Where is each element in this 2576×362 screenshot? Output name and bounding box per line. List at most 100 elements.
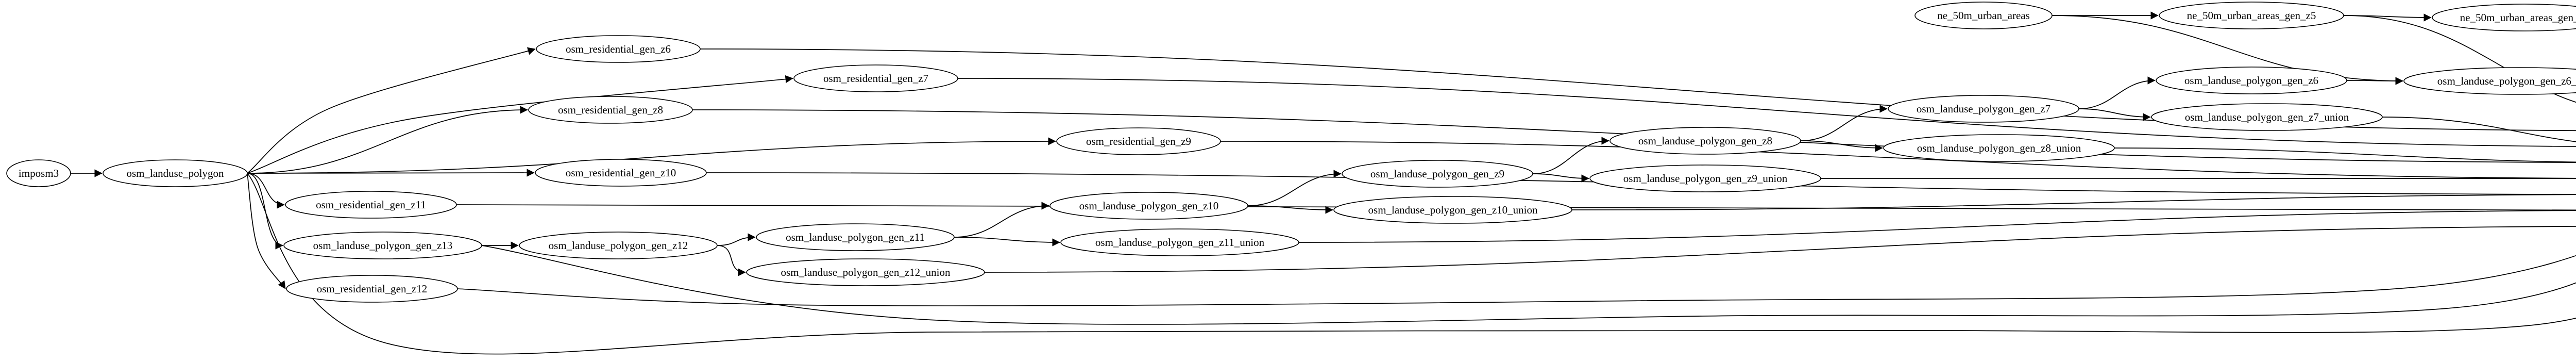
node-osm_landuse_polygon_gen_z12_union: osm_landuse_polygon_gen_z12_union	[746, 258, 985, 286]
node-ellipse-osm_landuse_polygon_gen_z8	[1609, 127, 1801, 155]
node-ellipse-imposm3	[6, 159, 71, 187]
node-osm_landuse_polygon_gen_z10: osm_landuse_polygon_gen_z10	[1049, 192, 1248, 220]
node-ellipse-osm_landuse_polygon_gen_z13	[283, 232, 482, 259]
edge-osm_landuse_polygon_gen_z12_union-to-layer_landuse-z12	[984, 226, 2576, 273]
node-label-ne_50m_urban_areas: ne_50m_urban_areas	[1937, 9, 2030, 22]
node-label-osm_residential_gen_z6: osm_residential_gen_z6	[566, 43, 671, 55]
node-osm_landuse_polygon_gen_z6: osm_landuse_polygon_gen_z6	[2156, 67, 2347, 94]
edge-osm_landuse_polygon_gen_z10-to-osm_landuse_polygon_gen_z9	[1247, 170, 1342, 206]
node-osm_landuse_polygon_gen_z9: osm_landuse_polygon_gen_z9	[1342, 160, 1533, 188]
node-ellipse-osm_residential_gen_z8	[528, 96, 693, 124]
edge-osm_landuse_polygon-to-osm_residential_gen_z11	[247, 173, 285, 209]
node-osm_residential_gen_z7: osm_residential_gen_z7	[793, 64, 958, 92]
edge-osm_landuse_polygon_gen_z9-to-osm_landuse_polygon_gen_z9_union	[1532, 173, 1589, 183]
edge-osm_landuse_polygon-to-osm_residential_gen_z12	[247, 173, 286, 289]
node-ellipse-ne_50m_urban_areas_gen_z5	[2159, 2, 2344, 29]
node-ellipse-osm_landuse_polygon_gen_z7_union	[2151, 103, 2383, 131]
edge-osm_landuse_polygon_gen_z10_union-to-layer_landuse-z10	[1571, 194, 2576, 210]
node-ellipse-osm_landuse_polygon_gen_z11	[756, 223, 955, 251]
node-label-imposm3: imposm3	[19, 167, 59, 179]
nodes-layer: imposm3 osm_landuse_polygon osm_residentia…	[6, 2, 2576, 303]
node-ellipse-ne_50m_urban_areas	[1914, 2, 2053, 29]
node-ellipse-osm_residential_gen_z10	[535, 159, 707, 187]
node-ellipse-osm_landuse_polygon_gen_z6_union	[2403, 67, 2576, 95]
node-label-osm_landuse_polygon_gen_z7_union: osm_landuse_polygon_gen_z7_union	[2185, 111, 2349, 123]
node-osm_landuse_polygon_gen_z7: osm_landuse_polygon_gen_z7	[1888, 95, 2079, 123]
node-label-osm_residential_gen_z12: osm_residential_gen_z12	[317, 283, 428, 295]
node-label-osm_landuse_polygon_gen_z11: osm_landuse_polygon_gen_z11	[786, 231, 925, 243]
node-label-osm_landuse_polygon_gen_z11_union: osm_landuse_polygon_gen_z11_union	[1095, 236, 1265, 249]
node-osm_residential_gen_z11: osm_residential_gen_z11	[285, 191, 457, 219]
edge-osm_landuse_polygon_gen_z7-to-osm_landuse_polygon_gen_z7_union	[2078, 108, 2151, 121]
edge-osm_landuse_polygon-to-osm_landuse_polygon_gen_z13	[247, 173, 283, 250]
node-osm_landuse_polygon_gen_z8: osm_landuse_polygon_gen_z8	[1609, 127, 1801, 155]
node-ellipse-osm_residential_gen_z11	[285, 191, 457, 219]
node-label-osm_landuse_polygon_gen_z9: osm_landuse_polygon_gen_z9	[1370, 168, 1504, 180]
node-ellipse-osm_landuse_polygon_gen_z10	[1049, 192, 1248, 220]
edge-osm_landuse_polygon_gen_z11-to-osm_landuse_polygon_gen_z11_union	[954, 237, 1060, 246]
node-label-osm_landuse_polygon_gen_z10_union: osm_landuse_polygon_gen_z10_union	[1368, 204, 1538, 216]
node-osm_residential_gen_z9: osm_residential_gen_z9	[1056, 127, 1221, 155]
node-ellipse-osm_landuse_polygon_gen_z11_union	[1060, 228, 1299, 256]
edge-osm_landuse_polygon_gen_z13-to-layer_landuse-z13	[481, 245, 2576, 325]
node-ellipse-osm_landuse_polygon_gen_z6	[2156, 67, 2347, 94]
node-label-osm_landuse_polygon_gen_z8: osm_landuse_polygon_gen_z8	[1638, 135, 1772, 147]
node-ellipse-osm_landuse_polygon_gen_z8_union	[1883, 134, 2115, 162]
node-osm_landuse_polygon_gen_z7_union: osm_landuse_polygon_gen_z7_union	[2151, 103, 2383, 131]
node-label-osm_residential_gen_z7: osm_residential_gen_z7	[823, 72, 928, 85]
node-label-osm_landuse_polygon_gen_z8_union: osm_landuse_polygon_gen_z8_union	[1917, 142, 2081, 154]
node-label-osm_residential_gen_z10: osm_residential_gen_z10	[566, 167, 676, 179]
edge-osm_landuse_polygon-to-osm_residential_gen_z9	[247, 137, 1056, 174]
node-osm_landuse_polygon_gen_z10_union: osm_landuse_polygon_gen_z10_union	[1333, 196, 1572, 224]
node-ellipse-osm_landuse_polygon	[103, 159, 248, 187]
node-osm_landuse_polygon_gen_z11_union: osm_landuse_polygon_gen_z11_union	[1060, 228, 1299, 256]
node-ne_50m_urban_areas: ne_50m_urban_areas	[1914, 2, 2053, 29]
edge-osm_landuse_polygon-to-layer_landuse-z14+	[247, 173, 2576, 355]
edge-osm_landuse_polygon-to-osm_residential_gen_z7	[247, 75, 793, 174]
edge-osm_landuse_polygon_gen_z11-to-osm_landuse_polygon_gen_z10	[954, 202, 1049, 238]
node-ellipse-osm_residential_gen_z7	[793, 64, 958, 92]
node-osm_residential_gen_z10: osm_residential_gen_z10	[535, 159, 707, 187]
node-osm_residential_gen_z8: osm_residential_gen_z8	[528, 96, 693, 124]
node-osm_landuse_polygon_gen_z12: osm_landuse_polygon_gen_z12	[519, 232, 718, 259]
edge-osm_landuse_polygon-to-osm_residential_gen_z6	[247, 47, 536, 174]
edge-osm_landuse_polygon_gen_z8_union-to-layer_landuse-z8	[2114, 147, 2576, 163]
node-ellipse-osm_landuse_polygon_gen_z12	[519, 232, 718, 259]
node-osm_landuse_polygon: osm_landuse_polygon	[103, 159, 248, 187]
edge-osm_landuse_polygon_gen_z9-to-osm_landuse_polygon_gen_z8	[1532, 137, 1609, 174]
node-ellipse-osm_landuse_polygon_gen_z9_union	[1589, 164, 1821, 192]
node-label-osm_landuse_polygon_gen_z13: osm_landuse_polygon_gen_z13	[313, 239, 453, 252]
node-label-osm_landuse_polygon_gen_z10: osm_landuse_polygon_gen_z10	[1079, 200, 1219, 212]
node-ellipse-osm_landuse_polygon_gen_z12_union	[746, 258, 985, 286]
edge-osm_residential_gen_z12-to-layer_landuse-z12	[457, 255, 2576, 306]
edge-osm_landuse_polygon-to-osm_residential_gen_z8	[247, 106, 528, 174]
edge-osm_landuse_polygon_gen_z8-to-osm_landuse_polygon_gen_z7	[1800, 105, 1888, 141]
node-label-osm_landuse_polygon_gen_z12: osm_landuse_polygon_gen_z12	[549, 239, 688, 252]
node-label-osm_landuse_polygon: osm_landuse_polygon	[127, 167, 224, 179]
node-label-osm_landuse_polygon_gen_z9_union: osm_landuse_polygon_gen_z9_union	[1623, 172, 1788, 185]
node-osm_landuse_polygon_gen_z8_union: osm_landuse_polygon_gen_z8_union	[1883, 134, 2115, 162]
node-ellipse-osm_residential_gen_z12	[286, 275, 458, 303]
node-osm_residential_gen_z12: osm_residential_gen_z12	[286, 275, 458, 303]
node-ellipse-osm_landuse_polygon_gen_z10_union	[1333, 196, 1572, 224]
node-label-osm_residential_gen_z9: osm_residential_gen_z9	[1086, 135, 1191, 147]
edge-osm_landuse_polygon_gen_z7_union-to-layer_landuse-z7	[2382, 117, 2576, 142]
node-label-osm_residential_gen_z11: osm_residential_gen_z11	[316, 199, 426, 211]
node-ellipse-ne_50m_urban_areas_gen_z4	[2432, 4, 2576, 31]
node-label-osm_landuse_polygon_gen_z6_union: osm_landuse_polygon_gen_z6_union	[2437, 75, 2576, 87]
node-label-ne_50m_urban_areas_gen_z4: ne_50m_urban_areas_gen_z4	[2460, 11, 2576, 24]
node-ellipse-osm_residential_gen_z9	[1056, 127, 1221, 155]
edge-osm_residential_gen_z9-to-layer_landuse-z9	[1220, 141, 2576, 179]
node-label-ne_50m_urban_areas_gen_z5: ne_50m_urban_areas_gen_z5	[2187, 9, 2316, 22]
node-ne_50m_urban_areas_gen_z4: ne_50m_urban_areas_gen_z4	[2432, 4, 2576, 31]
node-osm_landuse_polygon_gen_z13: osm_landuse_polygon_gen_z13	[283, 232, 482, 259]
edge-osm_landuse_polygon_gen_z12-to-osm_landuse_polygon_gen_z11	[717, 233, 756, 246]
edge-osm_residential_gen_z7-to-layer_landuse-z7	[957, 78, 2576, 147]
node-osm_residential_gen_z6: osm_residential_gen_z6	[536, 35, 701, 63]
edge-osm_landuse_polygon_gen_z11_union-to-layer_landuse-z11	[1298, 210, 2576, 243]
node-osm_landuse_polygon_gen_z6_union: osm_landuse_polygon_gen_z6_union	[2403, 67, 2576, 95]
node-ellipse-osm_landuse_polygon_gen_z9	[1342, 160, 1533, 188]
node-imposm3: imposm3	[6, 159, 71, 187]
